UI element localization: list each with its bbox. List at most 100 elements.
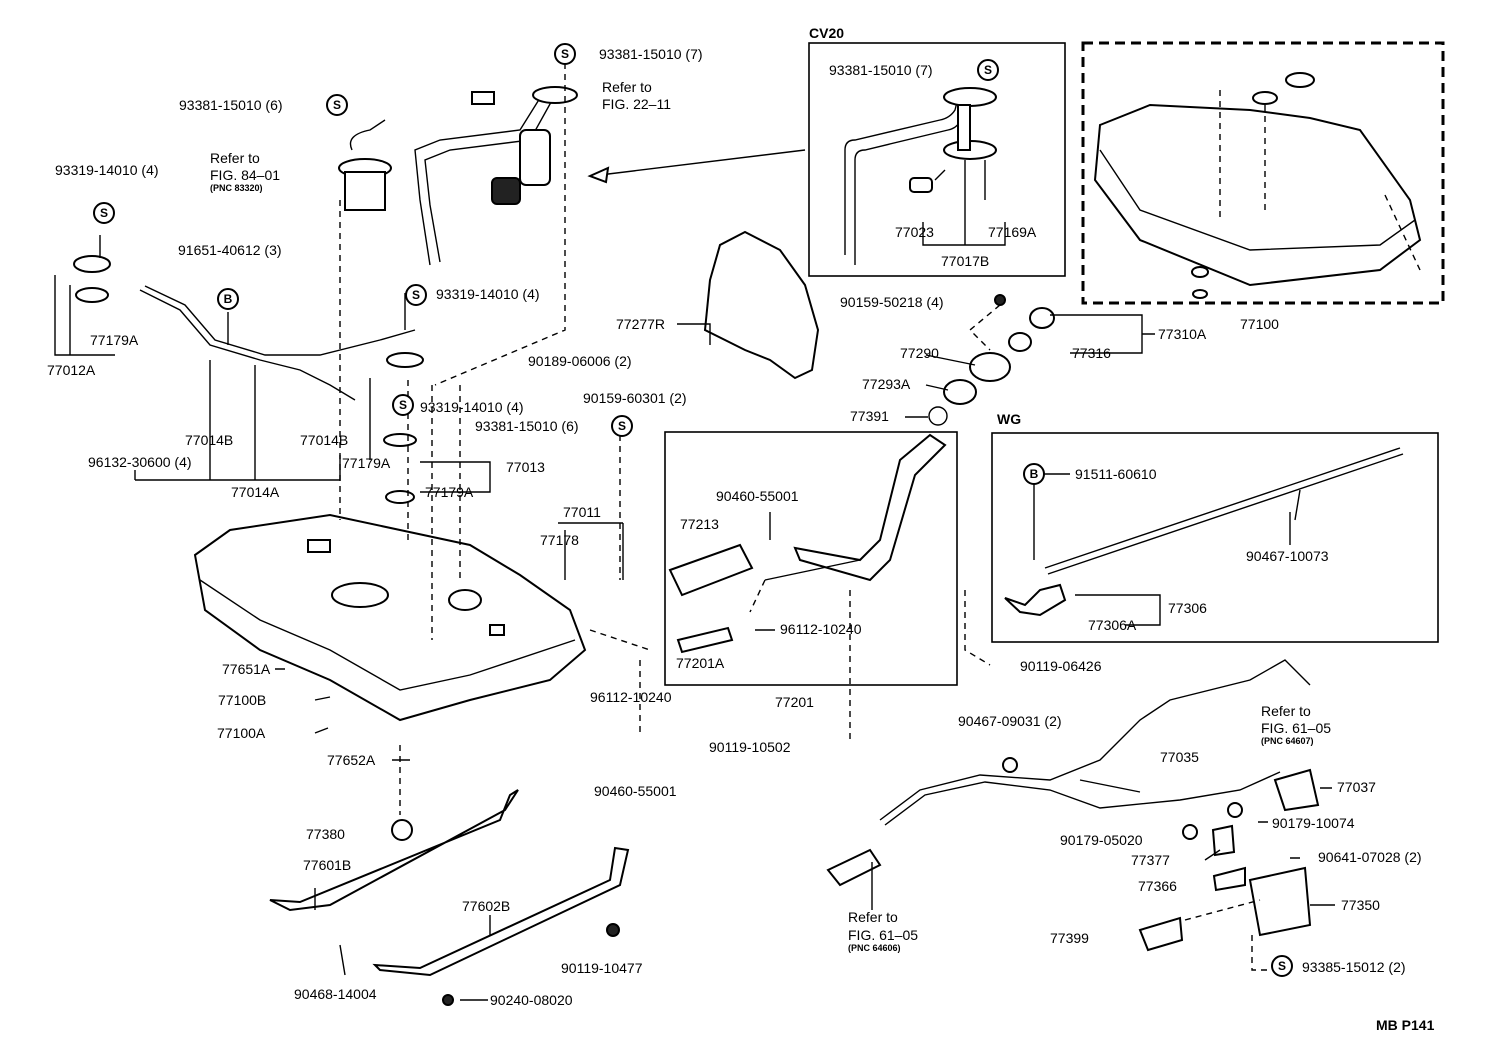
screw-90159 — [994, 294, 1006, 306]
main-pump-motor — [519, 129, 551, 186]
lid-cable-2 — [884, 771, 1281, 826]
s-symbol-2 — [326, 94, 348, 116]
filler-pipe — [793, 433, 947, 582]
part-label: 93381-15010 (6) — [179, 97, 283, 113]
main-pump-flange — [532, 86, 578, 104]
grommet-5 — [385, 490, 415, 504]
main-pump-line — [414, 89, 546, 266]
part-label: 96132-30600 (4) — [88, 454, 192, 470]
clamp-90467-09031 — [1002, 757, 1018, 773]
part-label: 90119-10477 — [561, 960, 643, 976]
part-label: 77277R — [616, 316, 665, 332]
part-label: 96112-10240 — [590, 689, 672, 705]
s-symbol-6 — [611, 415, 633, 437]
vent-tube-1 — [139, 289, 356, 401]
cv20-s-symbol — [977, 59, 999, 81]
part-label: 93381-15010 (6) — [475, 418, 579, 434]
main-tank-tab — [307, 539, 331, 553]
part-label: 77100A — [217, 725, 266, 741]
part-label: 77377 — [1131, 852, 1170, 868]
part-label: 96112-10240 — [780, 621, 862, 637]
main-tank-filler — [448, 589, 482, 611]
part-label: 90159-50218 (4) — [840, 294, 944, 310]
part-label: 90240-08020 — [490, 992, 573, 1008]
assembly-dashes — [339, 63, 991, 815]
grommet-2 — [75, 287, 109, 303]
part-label: 93319-14010 (4) — [420, 399, 524, 415]
ring-77391 — [928, 406, 948, 426]
part-label: 77350 — [1341, 897, 1380, 913]
b-symbol-1 — [217, 288, 239, 310]
part-label: 90159-60301 (2) — [583, 390, 687, 406]
cap-77316 — [1008, 332, 1032, 352]
part-label: 93319-14010 (4) — [436, 286, 540, 302]
figure-id: MB P141 — [1376, 1017, 1435, 1033]
part-label: 90468-14004 — [294, 986, 377, 1002]
filler-hose — [668, 543, 754, 597]
s-symbol-6-text: S — [618, 419, 626, 433]
part-label: 77293A — [862, 376, 911, 392]
s-symbol-3 — [93, 202, 115, 224]
part-label: 90179-05020 — [1060, 832, 1143, 848]
s-symbol-2-text: S — [333, 98, 341, 112]
ref-fig84-line2: FIG. 84–01 — [210, 167, 280, 183]
sender-gauge — [338, 119, 392, 211]
cap-dashes — [968, 304, 1001, 351]
ref-fig22-line2: FIG. 22–11 — [602, 96, 671, 112]
s-symbol-7-text: S — [1278, 959, 1286, 973]
fuel-lid-opener — [826, 659, 1320, 971]
filler-pipe-group — [664, 431, 958, 740]
leaders-left — [54, 235, 115, 356]
part-label: 90467-09031 (2) — [958, 713, 1062, 729]
main-fuel-tank — [193, 513, 587, 722]
pointer-arrowhead — [587, 166, 610, 184]
s-symbol-4 — [405, 284, 427, 306]
leaders-lid-2 — [1079, 779, 1335, 906]
inset-tank-alt: 77100 — [1081, 41, 1445, 332]
part-label: 77399 — [1050, 930, 1089, 946]
inset-tank-alt-seam — [1099, 149, 1416, 251]
leaders-straps — [314, 888, 491, 976]
cv20-pump-body — [957, 104, 971, 151]
part-label: 77290 — [900, 345, 939, 361]
cap-77290 — [969, 352, 1011, 382]
heat-shield — [703, 230, 820, 380]
part-label: 77380 — [306, 826, 345, 842]
lid-77350 — [1248, 866, 1312, 937]
inset-tank-alt-pad — [1191, 266, 1209, 278]
main-pump-connector — [471, 91, 495, 105]
part-label: 77213 — [680, 516, 719, 532]
wg-leader-3 — [1075, 594, 1161, 626]
part-label: 77179A — [90, 332, 139, 348]
main-tank-seam — [199, 579, 576, 691]
cv20-label-2: 77023 — [895, 224, 934, 240]
s-symbol-5-text: S — [399, 398, 407, 412]
leaders-77013 — [369, 378, 491, 493]
part-label: 93319-14010 (4) — [55, 162, 159, 178]
ref-fig22-line1: Refer to — [602, 79, 652, 95]
pointer-line — [599, 149, 806, 176]
cv20-bracket — [934, 160, 986, 200]
wg-b-symbol-text: B — [1030, 467, 1039, 481]
s-symbol-1 — [554, 43, 576, 65]
cv20-leaders — [922, 200, 1006, 246]
tank-straps — [269, 789, 630, 1006]
filler-cap-parts — [928, 294, 1055, 426]
leaders-filler — [755, 512, 775, 631]
breather-tube — [764, 559, 861, 581]
part-label: 77014B — [185, 432, 233, 448]
part-label: 77037 — [1337, 779, 1376, 795]
stopper-77366 — [1212, 866, 1246, 892]
grommet-3 — [386, 352, 424, 368]
filler-pipe-dashes — [749, 579, 851, 740]
b-symbol-1-text: B — [224, 292, 233, 306]
main-tank-body — [193, 513, 587, 722]
wg-clip — [1294, 489, 1301, 521]
inset-cv20-title: CV20 — [809, 25, 844, 41]
part-label: 77391 — [850, 408, 889, 424]
cushion-90179-10074 — [1227, 802, 1243, 818]
ref-fig84-line1: Refer to — [210, 150, 260, 166]
part-label: 90179-10074 — [1272, 815, 1355, 831]
breather-hose — [676, 626, 734, 654]
